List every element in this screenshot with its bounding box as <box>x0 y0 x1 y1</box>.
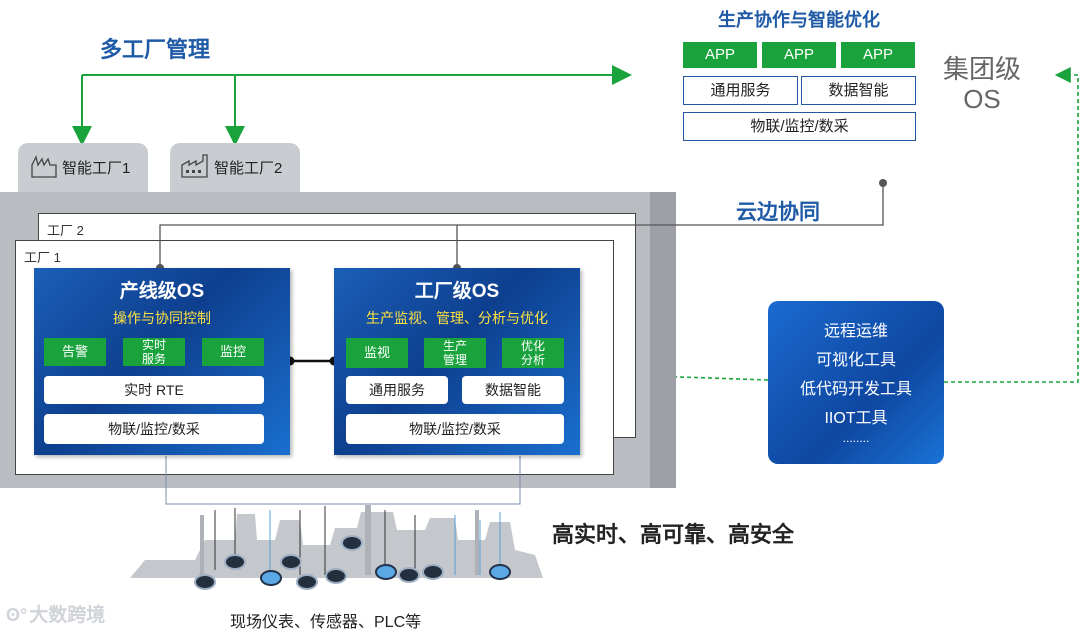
field-devices-caption: 现场仪表、传感器、PLC等 <box>230 614 422 631</box>
factory-container-shadow <box>650 192 676 488</box>
factory-2-label: 工厂 2 <box>47 223 84 238</box>
tool-low-code[interactable]: 低代码开发工具 <box>799 381 912 398</box>
alarm-button[interactable]: 告警 <box>44 338 106 366</box>
line-os-card: 产线级OS 操作与协同控制 告警 实时 服务 监控 实时 RTE 物联/监控/数… <box>34 268 290 455</box>
cloud-edge-label: 云边协同 <box>736 201 820 224</box>
slogan: 高实时、高可靠、高安全 <box>552 522 795 547</box>
group-general-service: 通用服务 <box>683 76 798 105</box>
factory-os-subtitle: 生产监视、管理、分析与优化 <box>366 310 548 326</box>
group-iot-monitor: 物联/监控/数采 <box>683 112 916 141</box>
watermark: ʘ°大数跨境 <box>6 600 105 627</box>
watermark-logo-icon: ʘ° <box>6 605 28 625</box>
group-data-intelligence: 数据智能 <box>801 76 916 105</box>
field-devices-illustration <box>130 505 543 590</box>
group-os-label: 集团级 OS <box>930 54 1034 114</box>
factory-icon <box>31 155 57 178</box>
factory-general-service: 通用服务 <box>346 376 448 404</box>
line-iot-monitor: 物联/监控/数采 <box>44 414 264 444</box>
multi-factory-title: 多工厂管理 <box>100 37 211 62</box>
tab-label: 智能工厂1 <box>62 160 131 177</box>
group-os-label-line2: OS <box>963 84 1001 114</box>
tool-more: ........ <box>842 431 870 445</box>
monitor-button[interactable]: 监控 <box>202 338 264 366</box>
tool-remote-ops[interactable]: 远程运维 <box>823 323 888 340</box>
realtime-service-button[interactable]: 实时 服务 <box>123 338 185 366</box>
group-os-label-line1: 集团级 <box>942 54 1021 84</box>
watermark-text: 大数跨境 <box>29 605 106 626</box>
group-os-header: 生产协作与智能优化 <box>718 10 880 30</box>
tool-visualization[interactable]: 可视化工具 <box>815 352 896 369</box>
tab-smart-factory-1[interactable]: 智能工厂1 <box>18 143 148 195</box>
sensor-nodes <box>194 535 511 590</box>
factory-os-title: 工厂级OS <box>414 281 500 302</box>
production-management-button[interactable]: 生产 管理 <box>424 338 486 368</box>
tab-label: 智能工厂2 <box>214 160 283 177</box>
tools-box: 远程运维 可视化工具 低代码开发工具 IIOT工具 ........ <box>768 301 944 464</box>
app-button-2[interactable]: APP <box>762 42 836 68</box>
realtime-rte: 实时 RTE <box>44 376 264 404</box>
line-os-title: 产线级OS <box>119 281 205 302</box>
app-button-3[interactable]: APP <box>841 42 915 68</box>
factory-icon <box>181 154 208 178</box>
factory-1-label: 工厂 1 <box>24 250 61 265</box>
line-os-subtitle: 操作与协同控制 <box>113 310 211 326</box>
optimization-analysis-button[interactable]: 优化 分析 <box>502 338 564 368</box>
watch-button[interactable]: 监视 <box>346 338 408 368</box>
factory-os-card: 工厂级OS 生产监视、管理、分析与优化 监视 生产 管理 优化 分析 通用服务 … <box>334 268 580 455</box>
factory-data-intelligence: 数据智能 <box>462 376 564 404</box>
app-button-1[interactable]: APP <box>683 42 757 68</box>
tab-smart-factory-2[interactable]: 智能工厂2 <box>170 143 300 195</box>
tool-iiot[interactable]: IIOT工具 <box>824 410 888 427</box>
factory-iot-monitor: 物联/监控/数采 <box>346 414 564 444</box>
